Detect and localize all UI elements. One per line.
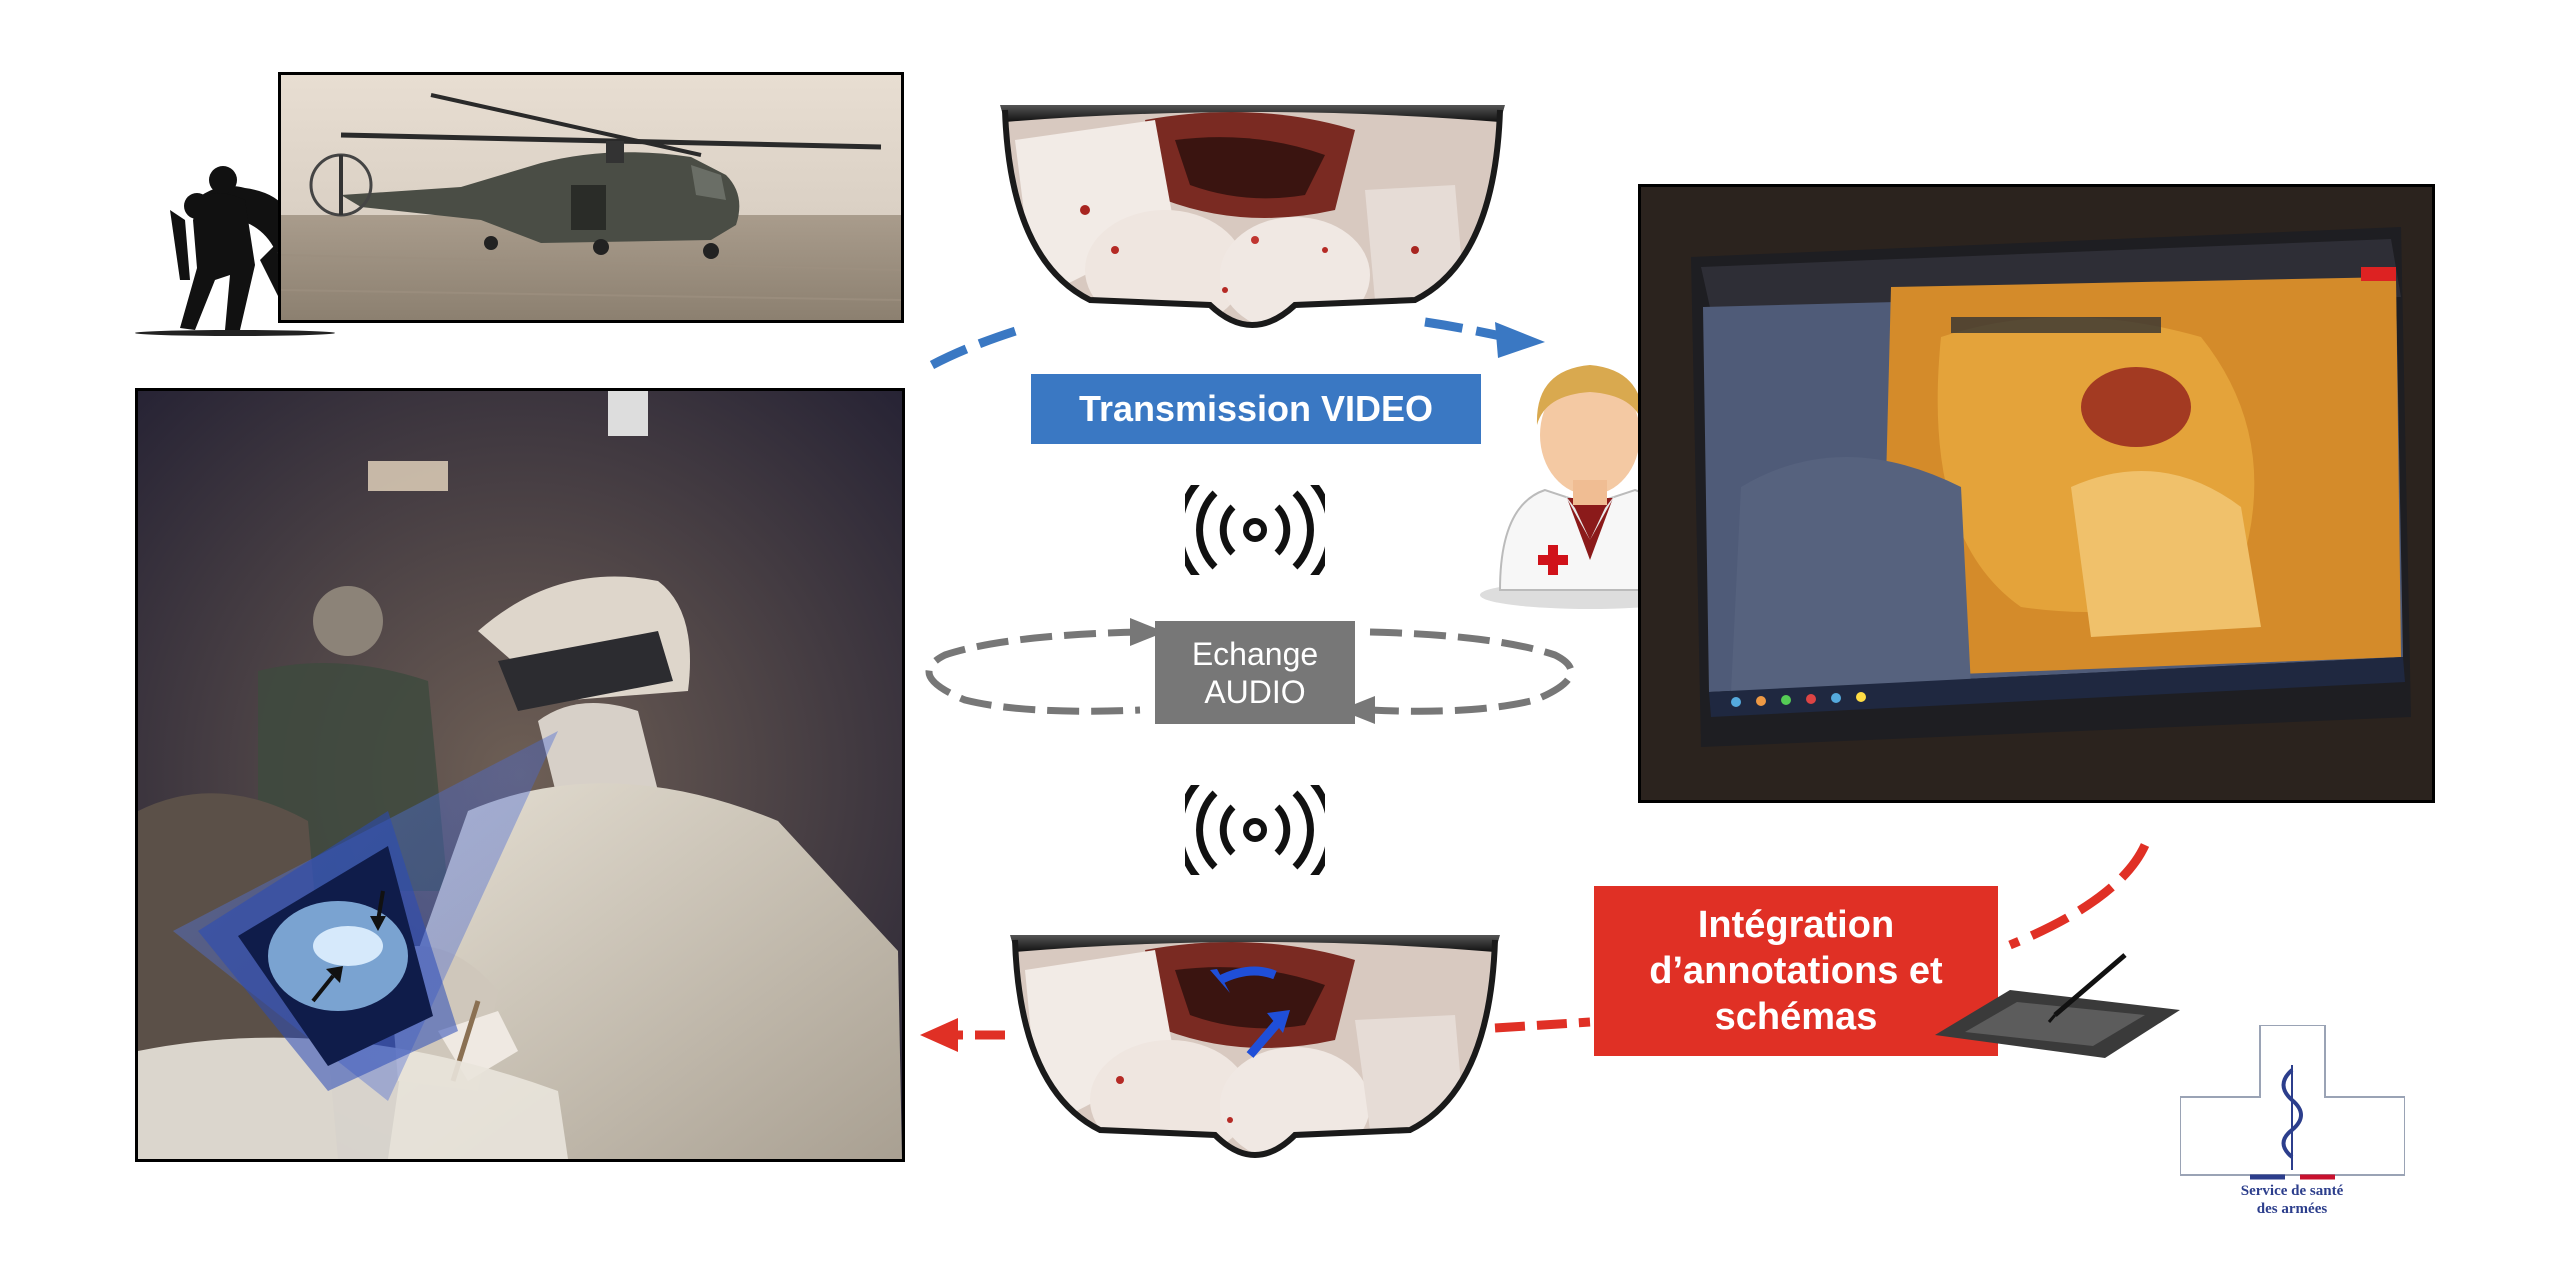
annot-label-line3: schémas [1714,996,1878,1038]
logo-text-line1: Service de santé [2240,1183,2344,1199]
laptop-scene [1641,187,2432,800]
surgeon-photo [135,388,905,1162]
audio-label-line1: Echange [1191,635,1319,672]
ar-headset-video-view [1000,105,1505,328]
service-de-sante-logo: Service de santé des armées [2179,1024,2406,1217]
annotation-arrow-lower [920,1017,1591,1052]
wireless-signal-icon [1185,485,1325,575]
laptop-screen-photo [1638,184,2435,803]
graphics-tablet-icon [1935,953,2180,1058]
annotation-arrow-upper [2008,843,2150,950]
wireless-signal-icon [1185,785,1325,875]
audio-label-line2: AUDIO [1204,673,1306,710]
audio-exchange-arrows [925,618,1575,724]
logo-cross-emblem [2179,1024,2406,1180]
audio-exchange-label: Echange AUDIO [1155,621,1355,724]
annotation-integration-label: Intégration d’annotations et schémas [1594,886,1998,1056]
video-transmission-label: Transmission VIDEO [1031,374,1481,444]
logo-text-line2: des armées [2256,1201,2328,1217]
annot-label-line2: d’annotations et [1649,950,1943,992]
helicopter-scene [281,75,901,320]
annot-label-line1: Intégration [1697,904,1895,946]
surgeon-scene [138,391,902,1159]
video-transmission-arrow [929,317,1545,369]
ar-headset-annotated-view [1010,935,1500,1158]
helicopter-photo [278,72,904,323]
video-transmission-text: Transmission VIDEO [1078,388,1434,429]
soldier-carrying-wounded-icon [135,166,335,336]
